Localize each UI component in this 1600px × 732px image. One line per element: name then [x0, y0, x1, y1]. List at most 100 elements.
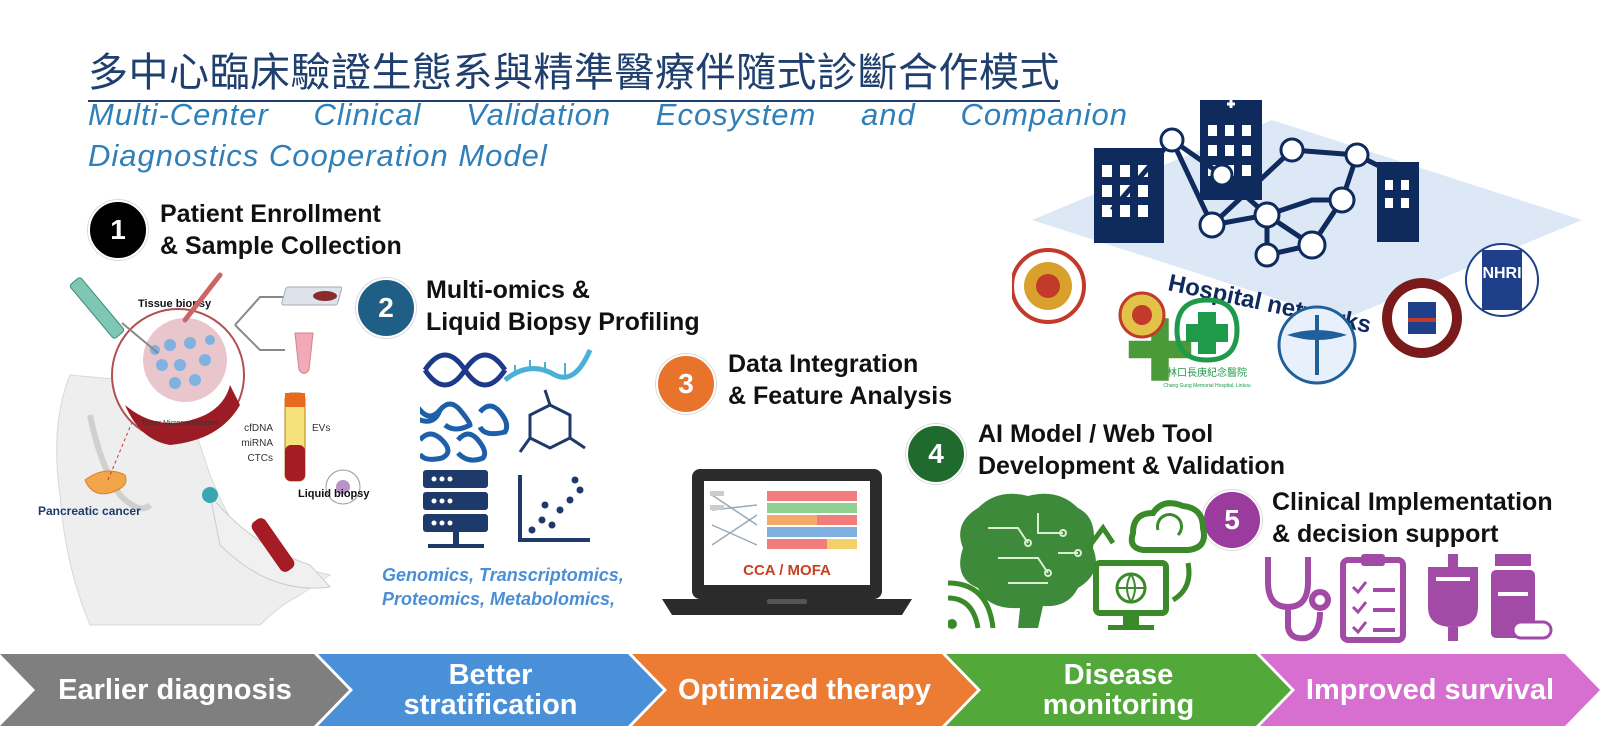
biopsy-illustration: Tumor Microenvironment Tissue biopsy cfD… [38, 272, 370, 626]
title-chinese: 多中心臨床驗證生態系與精準醫療伴隨式診斷合作模式 [88, 40, 1060, 102]
blood-tube-cap [285, 393, 305, 407]
step-4-line1: AI Model / Web Tool [978, 420, 1214, 448]
laptop-icon: CCA / MOFA [662, 469, 912, 615]
syringe-icon [69, 277, 125, 339]
evs-label: EVs [312, 423, 330, 434]
tumor-mass [143, 318, 227, 402]
step-1-line1: Patient Enrollment [160, 200, 381, 228]
omics-caption-line1: Genomics, Transcriptomics, [382, 565, 624, 585]
step-3-line2: & Feature Analysis [728, 382, 953, 410]
arrow-to-slide [234, 296, 285, 326]
iv-bag-icon [1428, 554, 1478, 641]
chevron-optimized-therapy [632, 654, 977, 726]
chevron-earlier-diagnosis [0, 654, 349, 726]
laptop-trackpad [767, 599, 807, 604]
server-lights [431, 476, 453, 526]
arrow-to-tube [234, 324, 285, 351]
chevron-disease-monitoring [946, 654, 1291, 726]
brain-circuits [988, 513, 1082, 584]
nhri-logo: NHRI [1465, 243, 1539, 317]
ev-particle [336, 480, 350, 494]
pancreas-icon [84, 470, 127, 495]
omics-icons [420, 348, 593, 548]
pancreatic-cancer-label: Pancreatic cancer [38, 504, 141, 518]
step-2-line2: Liquid Biopsy Profiling [426, 308, 700, 336]
cgmh-caption-zh: 林口長庚紀念醫院 [1167, 366, 1247, 379]
cmu-logo [1277, 305, 1357, 385]
sync-arrows [1156, 513, 1183, 537]
ai-icons [948, 493, 1207, 630]
title-english: Multi-Center Clinical Validation Ecosyst… [88, 97, 1128, 173]
hospital-building-right [1377, 162, 1419, 242]
outcome-label-3: Optimized therapy [678, 674, 931, 706]
iv-connector-icon [202, 487, 218, 503]
laptop-label: CCA / MOFA [743, 562, 831, 579]
molecule-icon [518, 389, 586, 453]
download-arrow [1171, 562, 1192, 603]
wifi-dot [948, 619, 957, 629]
step-5-number: 5 [1202, 490, 1262, 550]
tumor-cells [150, 335, 215, 389]
chevron-improved-survival [1260, 654, 1600, 726]
scatter-plot-icon [518, 475, 590, 542]
outcome-chevron-bar [0, 654, 1600, 726]
cfdna-label: cfDNA [244, 423, 273, 434]
step-4-line2: Development & Validation [978, 452, 1286, 480]
network-platform [1032, 120, 1582, 320]
ctcs-label: CTCs [247, 453, 273, 464]
blood-tube-fill [285, 445, 305, 481]
tsgh-logo [1118, 291, 1192, 381]
dna-icon [422, 352, 508, 388]
syringe-needle [121, 322, 159, 354]
tissue-sample [313, 291, 337, 301]
outcome-label-5: Improved survival [1305, 674, 1555, 706]
organ-outline [87, 414, 153, 512]
upload-arrow [1086, 523, 1116, 550]
blood-vessel [125, 385, 240, 445]
step-3-number: 3 [656, 354, 716, 414]
monitor-base [1108, 625, 1154, 630]
ncku-logo-center [1036, 274, 1060, 298]
step-1-line2: & Sample Collection [160, 232, 402, 260]
server-icon [423, 470, 488, 548]
heatmap-graphic [767, 491, 857, 549]
tumor-label: Tumor Microenvironment [141, 420, 219, 427]
step-2-title: Multi-omics & Liquid Biopsy Profiling [426, 274, 700, 338]
hospital-cross-icon [1227, 100, 1235, 108]
step-4-number: 4 [906, 424, 966, 484]
clipboard-icon [1340, 554, 1406, 643]
step-5-title: Clinical Implementation & decision suppo… [1272, 486, 1553, 550]
chevron-better-stratification [318, 654, 663, 726]
step-2-number: 2 [356, 278, 416, 338]
wifi-icon [948, 580, 996, 629]
clinical-icons [1265, 554, 1553, 643]
brain-icon [960, 493, 1096, 628]
rna-icon [503, 348, 593, 382]
step-1-title: Patient Enrollment & Sample Collection [160, 198, 402, 262]
step-2-line1: Multi-omics & [426, 276, 590, 304]
cloud-sync-icon [1128, 500, 1207, 553]
outcome-label-1: Earlier diagnosis [58, 674, 292, 706]
laptop-base [662, 599, 912, 615]
ndmc-logo [1382, 278, 1462, 358]
stethoscope-icon [1265, 557, 1331, 642]
liquid-biopsy-label: Liquid biopsy [298, 488, 370, 500]
arm-silhouette [209, 494, 332, 589]
step-3-line1: Data Integration [728, 350, 919, 378]
scalpel-icon [182, 272, 223, 323]
medicine-bottle-icon [1491, 554, 1553, 640]
step-5-line1: Clinical Implementation [1272, 488, 1553, 516]
vacutainer-icon [251, 518, 295, 572]
network-nodes [1159, 127, 1370, 268]
sample-tube-icon [294, 332, 314, 374]
step-1-number: 1 [88, 200, 148, 260]
step-4-title: AI Model / Web Tool Development & Valida… [978, 418, 1285, 482]
monitor-stand [1123, 613, 1139, 625]
hospital-network-illustration: Hospital networks 林口長庚紀念醫院 Chang Gung Me… [1012, 100, 1582, 389]
network-graphic [710, 491, 758, 546]
mirna-label: miRNA [241, 438, 273, 449]
step-3-title: Data Integration & Feature Analysis [728, 348, 952, 412]
cgmh-logo [1174, 297, 1240, 363]
